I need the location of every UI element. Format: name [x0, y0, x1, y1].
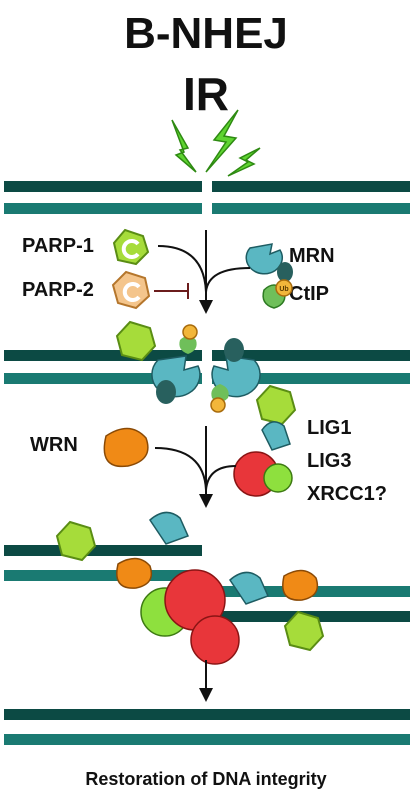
ir-label: IR [183, 68, 229, 120]
parp1-icon [112, 228, 150, 266]
bound-proteins-2 [55, 511, 325, 665]
ctip-icon: Ub [262, 279, 293, 309]
final-arrow [199, 660, 213, 702]
parp1-label: PARP-1 [22, 235, 94, 257]
wrn-label: WRN [30, 434, 78, 456]
dna-restored-strands [4, 709, 410, 745]
dna-repair-complex-strands [4, 350, 410, 384]
diagram-title: B-NHEJ [124, 9, 288, 58]
converge-arrow-1 [157, 230, 251, 314]
converge-arrow-2 [154, 426, 237, 508]
parp2-icon [111, 270, 151, 310]
bound-proteins-1 [115, 320, 297, 426]
ctip-label: CtIP [289, 283, 329, 305]
mrn-icon [245, 243, 293, 282]
dna-break-strands [4, 181, 410, 214]
xrcc1-label: XRCC1? [307, 483, 387, 505]
ub-tag: Ub [279, 286, 288, 293]
mrn-label: MRN [289, 245, 335, 267]
inhibition-arrow-icon [154, 283, 189, 299]
parp2-label: PARP-2 [22, 279, 94, 301]
lightning-icon [171, 109, 261, 177]
lig1-label: LIG1 [307, 417, 351, 439]
footer-caption: Restoration of DNA integrity [85, 769, 326, 789]
wrn-icon [103, 427, 149, 468]
lig-xrcc1-icon [233, 421, 293, 497]
lig3-label: LIG3 [307, 450, 351, 472]
